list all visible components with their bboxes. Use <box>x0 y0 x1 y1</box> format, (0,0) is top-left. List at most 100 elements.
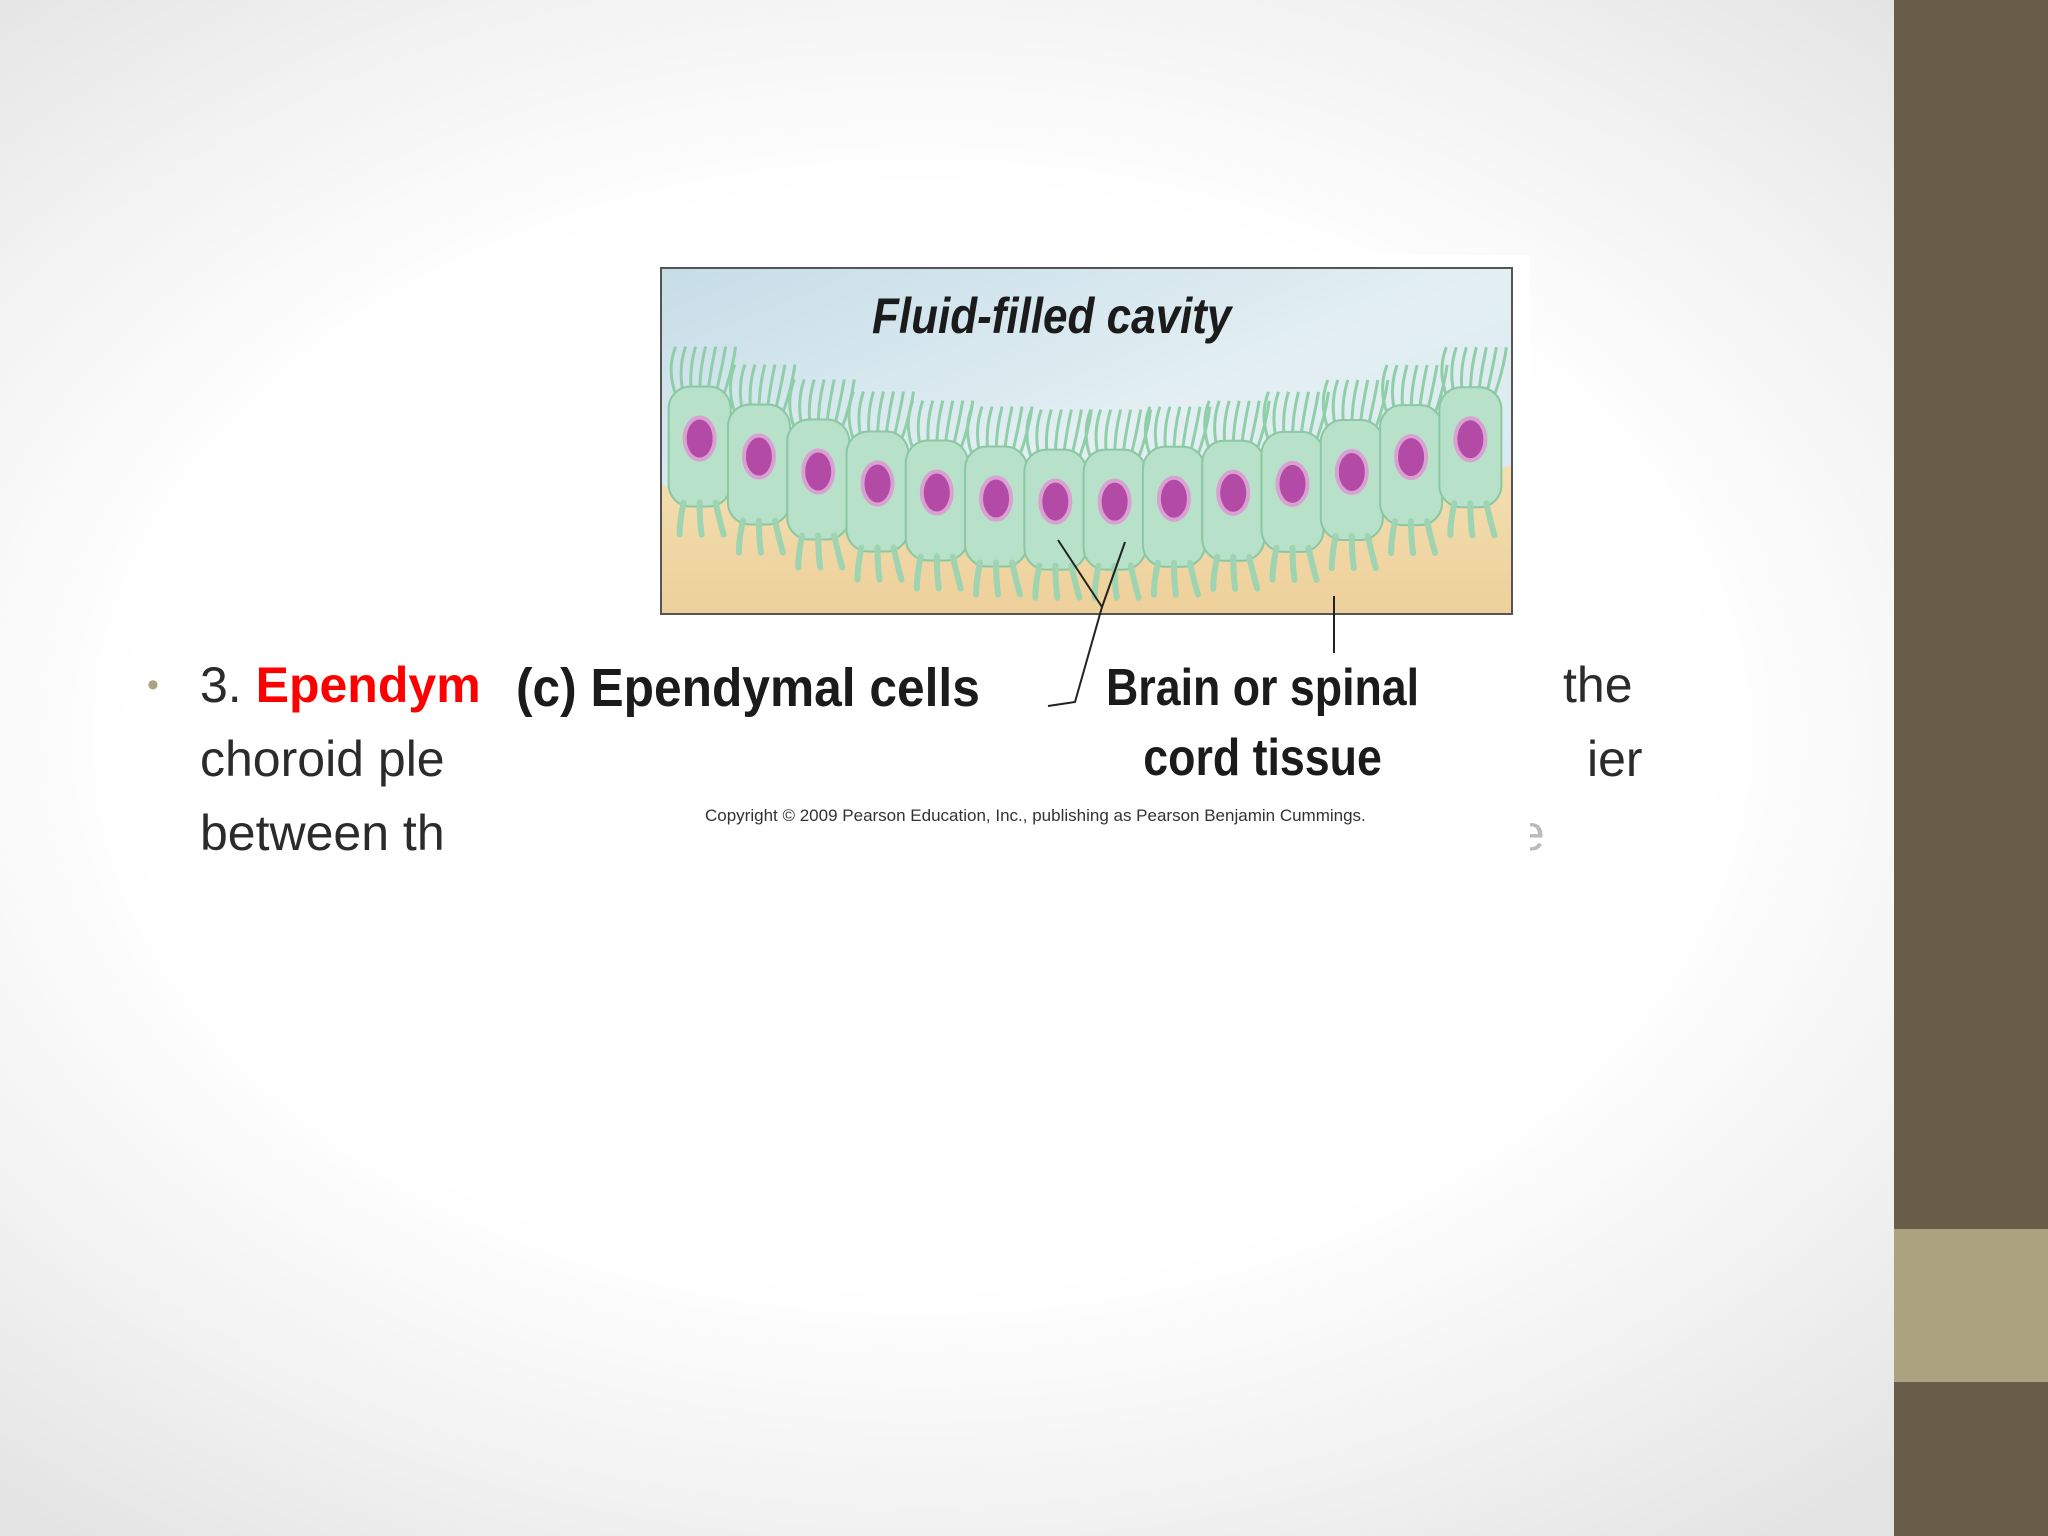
cell-process <box>1210 553 1221 592</box>
cell-process <box>831 532 846 571</box>
cilium <box>1433 364 1449 414</box>
figure-frame <box>660 267 1513 615</box>
cell-process <box>735 517 746 556</box>
cell-process <box>1170 559 1179 598</box>
cell-process <box>1388 518 1399 557</box>
cell-nucleus <box>1097 478 1132 525</box>
ependymal-cell <box>667 385 732 538</box>
bullet-line-2-tail: ier <box>1587 731 1643 787</box>
cell-process <box>913 553 924 592</box>
label-brain-spinal-tissue: Brain or spinal cord tissue <box>1106 653 1419 793</box>
ependymal-illustration <box>660 267 1513 707</box>
ependymal-cells-figure: Fluid-filled cavity (c) Ependymal cells … <box>480 255 1530 855</box>
bullet-line-3: between th <box>200 805 445 861</box>
bullet-term: Ependym <box>255 657 481 713</box>
cilium <box>1381 364 1389 414</box>
cell-process <box>795 532 806 571</box>
cell-process <box>1269 544 1280 583</box>
ependymal-cell <box>726 403 791 556</box>
cell-process <box>973 559 984 598</box>
cell-process <box>874 544 883 583</box>
bullet-line-1: 3. Ependym <box>200 648 481 722</box>
ependymal-cell <box>845 430 910 583</box>
cell-nucleus <box>1216 469 1251 516</box>
ependymal-cell <box>786 418 851 571</box>
cilium <box>1440 346 1448 396</box>
ependymal-cell <box>1319 418 1384 571</box>
cell-process <box>933 553 942 592</box>
cell-process <box>1408 518 1417 557</box>
cell-process <box>1447 500 1458 539</box>
cell-process <box>1364 532 1379 571</box>
cilium <box>1203 400 1211 450</box>
cilium <box>788 378 796 429</box>
cell-nucleus <box>682 415 717 462</box>
ependymal-cell <box>1438 386 1503 539</box>
cilium <box>1143 406 1152 456</box>
ependymal-cell <box>1141 445 1206 598</box>
cell-nucleus <box>1334 448 1369 495</box>
cilium <box>1025 409 1033 459</box>
bullet-line-1-tail: the <box>1563 657 1633 713</box>
cell-process <box>1289 544 1298 583</box>
cell-process <box>993 559 1002 598</box>
bullet-dot-icon: • <box>147 666 159 704</box>
leader-lines <box>1047 539 1335 707</box>
illustration-content <box>661 268 1512 614</box>
cell-process <box>1127 562 1142 601</box>
cilium <box>1492 346 1508 396</box>
cilium <box>722 346 738 396</box>
cell-process <box>755 517 764 556</box>
cell-nucleus <box>1275 460 1310 507</box>
ependymal-cell <box>1023 448 1088 601</box>
cilium <box>1084 409 1093 459</box>
label-ependymal-cells: (c) Ependymal cells <box>516 658 980 718</box>
bullet-line-2: choroid ple <box>200 731 445 787</box>
cilium <box>966 406 974 456</box>
cell-process <box>1009 559 1024 598</box>
cell-process <box>712 499 727 538</box>
label-fluid-cavity: Fluid-filled cavity <box>872 288 1232 344</box>
cell-nucleus <box>1038 478 1073 525</box>
cell-nucleus <box>1156 475 1191 522</box>
cell-process <box>1032 562 1043 601</box>
label-tissue-line-2: cord tissue <box>1143 729 1382 787</box>
cell-process <box>1246 553 1261 592</box>
cell-process <box>1052 562 1061 601</box>
cell-process <box>890 544 905 583</box>
cilium <box>847 390 855 441</box>
ependymal-cell <box>964 445 1029 598</box>
cell-nucleus <box>1453 416 1488 463</box>
cell-process <box>949 553 964 592</box>
cell-nucleus <box>801 448 836 495</box>
cell-process <box>815 532 824 571</box>
cell-process <box>1483 500 1498 539</box>
cilium <box>906 399 915 450</box>
ependymal-cell-row <box>667 385 1503 601</box>
cilium <box>728 363 737 414</box>
cilium <box>669 345 678 396</box>
cell-process <box>771 517 786 556</box>
cell-nucleus <box>860 460 895 507</box>
cell-nucleus <box>919 469 954 516</box>
cilium <box>1321 379 1330 429</box>
cell-process <box>1328 532 1339 571</box>
bullet-number: 3. <box>200 657 242 713</box>
ependymal-cell <box>1082 448 1147 601</box>
cell-process <box>1467 500 1476 539</box>
cilium <box>1262 391 1270 441</box>
cell-process <box>676 499 687 538</box>
label-tissue-line-1: Brain or spinal <box>1106 659 1420 717</box>
ependymal-cell <box>1201 439 1266 592</box>
cell-nucleus <box>741 433 776 480</box>
cell-process <box>1150 559 1161 598</box>
cell-process <box>1230 553 1239 592</box>
cell-process <box>696 499 705 538</box>
cell-nucleus <box>979 475 1014 522</box>
cell-process <box>1068 562 1083 601</box>
ependymal-cell <box>1260 430 1325 583</box>
cell-process <box>1186 559 1201 598</box>
cell-process <box>854 544 865 583</box>
ependymal-cell <box>1379 404 1444 557</box>
cell-process <box>1424 518 1439 557</box>
